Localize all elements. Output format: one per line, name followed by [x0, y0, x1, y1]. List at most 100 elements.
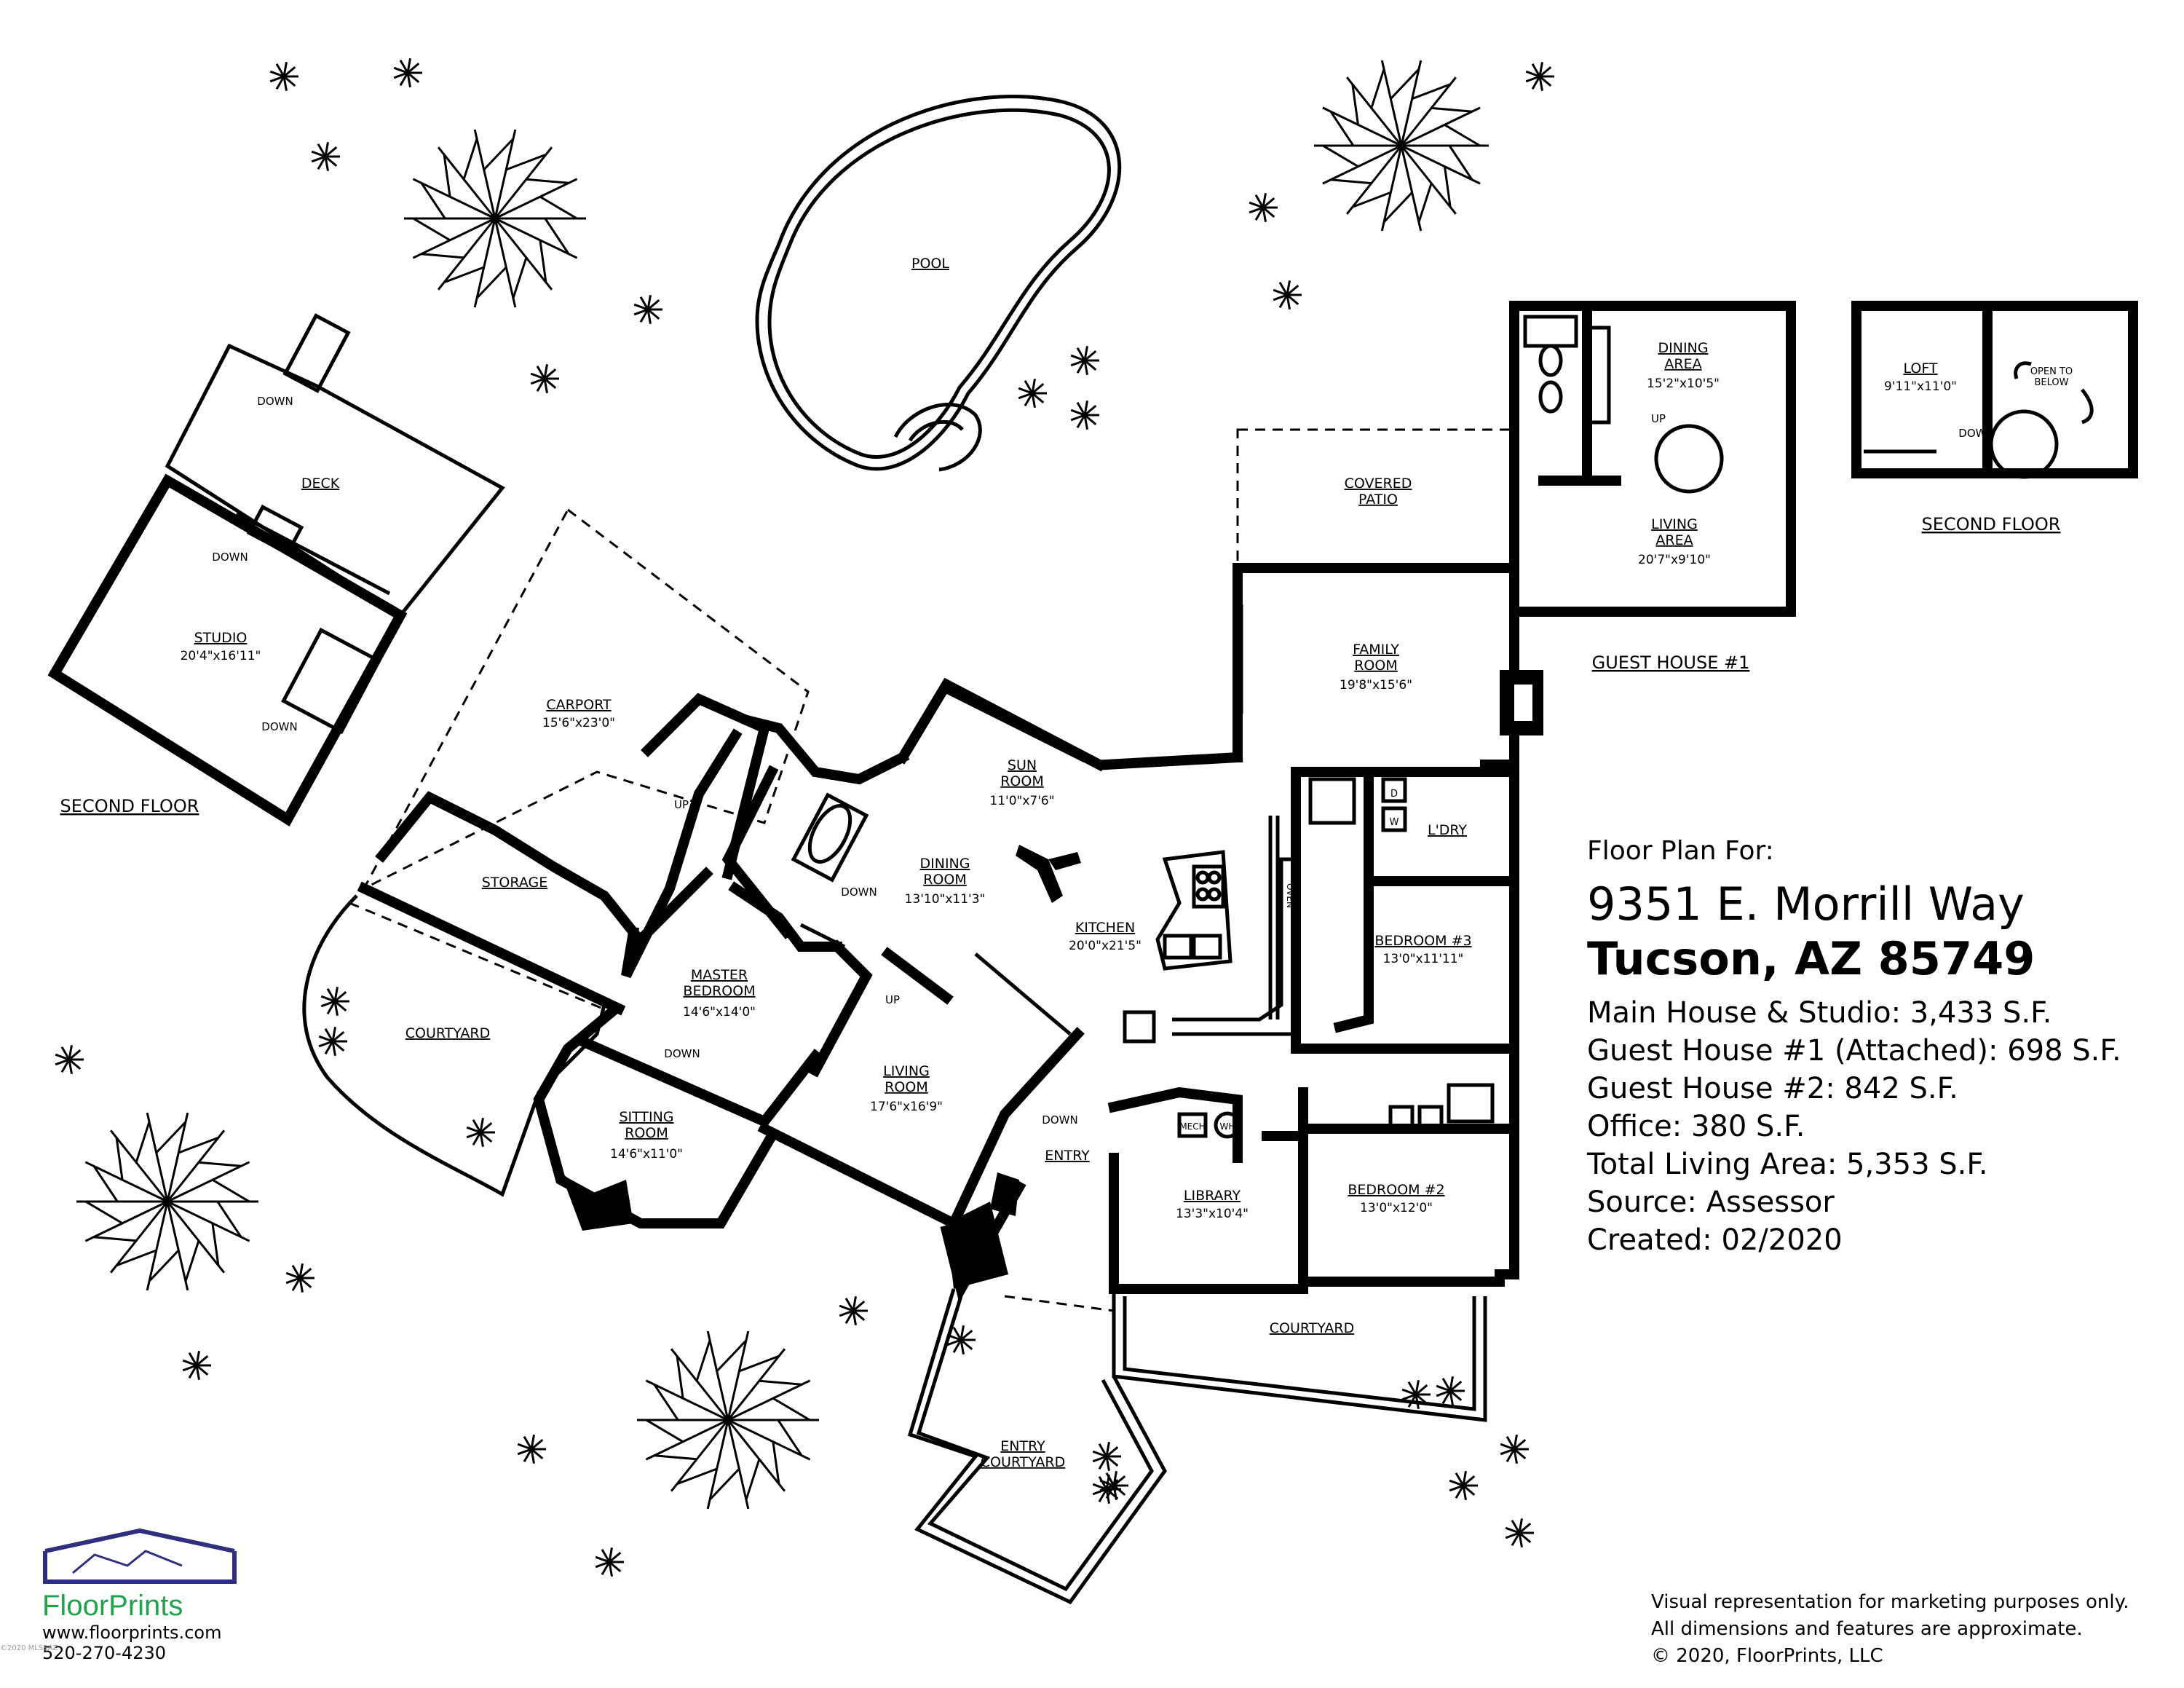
disclaimer: Visual representation for marketing purp… — [1651, 1589, 2129, 1670]
info-line: Main House & Studio: 3,433 S.F. — [1587, 996, 2052, 1030]
tree-icon — [633, 295, 662, 324]
address-line-2: Tucson, AZ 85749 — [1587, 932, 2035, 985]
tree-icon — [1273, 280, 1302, 309]
floorprints-logo: FloorPrints www.floorprints.com 520-270-… — [42, 1526, 261, 1663]
sun-room-dim: 11'0"x7'6" — [989, 794, 1054, 808]
oven-note: OVEN — [1285, 883, 1295, 908]
tree-icon — [1505, 1518, 1534, 1547]
guest-house-1 — [1509, 301, 1796, 617]
logo-name: FloorPrints — [42, 1590, 183, 1622]
courtyard-right-label: COURTYARD — [1270, 1320, 1355, 1336]
tree-icon — [285, 1263, 314, 1293]
tree-icon — [182, 1351, 211, 1380]
tree-icon — [1401, 1380, 1431, 1409]
floorprints-logo-icon — [43, 1528, 237, 1584]
gh-dining-dim: 15'2"x10'5" — [1647, 376, 1720, 391]
tiny-copyright: ©2020 MLSSAZ — [0, 1644, 58, 1652]
kitchen-dim: 20'0"x21'5" — [1069, 939, 1142, 953]
courtyard-left-label: COURTYARD — [405, 1025, 491, 1041]
bedroom-2-dim: 13'0"x12'0" — [1360, 1201, 1433, 1215]
studio-label: STUDIO — [194, 630, 248, 646]
tree-icon — [946, 1325, 976, 1354]
logo-website[interactable]: www.floorprints.com — [42, 1622, 222, 1643]
entry-label: ENTRY — [1045, 1148, 1090, 1164]
address-line-1: 9351 E. Morrill Way — [1587, 877, 2025, 931]
info-line: Created: 02/2020 — [1587, 1223, 1843, 1257]
down-note: DOWN — [257, 395, 293, 408]
tree-icon — [466, 1118, 495, 1147]
bedroom-3-label: BEDROOM #3 — [1374, 933, 1471, 949]
deck-label: DECK — [301, 476, 340, 492]
room-labels: POOL DECK STUDIO 20'4"x16'11" SECOND FLO… — [60, 256, 2073, 1470]
down-note: DOWN — [664, 1047, 700, 1060]
bedroom-2-label: BEDROOM #2 — [1348, 1182, 1444, 1198]
up-note: UP — [1651, 412, 1666, 425]
living-room-dim: 17'6"x16'9" — [870, 1100, 943, 1114]
tree-icon — [595, 1547, 624, 1577]
washer-note: W — [1390, 817, 1399, 828]
info-line: Guest House #1 (Attached): 698 S.F. — [1587, 1034, 2121, 1068]
tree-icon — [1070, 346, 1099, 375]
studio-dim: 20'4"x16'11" — [181, 649, 261, 663]
down-note: DOWN — [841, 886, 877, 899]
tree-icon — [393, 58, 422, 87]
tree-icon — [311, 142, 340, 171]
mech-note: MECH — [1179, 1121, 1205, 1132]
info-line: Guest House #2: 842 S.F. — [1587, 1072, 1958, 1105]
tree-icon — [320, 987, 349, 1016]
tree-icon — [269, 62, 298, 91]
central-baths — [721, 714, 910, 949]
storage-label: STORAGE — [482, 875, 547, 891]
east-wing — [1107, 428, 1543, 1294]
library-label: LIBRARY — [1184, 1188, 1241, 1204]
sitting-room-dim: 14'6"x11'0" — [610, 1147, 683, 1162]
info-line: Total Living Area: 5,353 S.F. — [1587, 1148, 1988, 1181]
library-dim: 13'3"x10'4" — [1176, 1207, 1249, 1221]
disclaimer-line: All dimensions and features are approxim… — [1651, 1618, 2083, 1640]
dining-room-dim: 13'10"x11'3" — [905, 892, 986, 907]
info-line: Source: Assessor — [1587, 1186, 1835, 1219]
tree-icon — [1070, 401, 1099, 430]
info-heading: Floor Plan For: — [1587, 836, 1774, 866]
up-note: UP — [674, 798, 689, 811]
kitchen-label: KITCHEN — [1075, 920, 1135, 936]
dryer-note: D — [1390, 789, 1398, 800]
tree-icon — [1525, 62, 1554, 91]
south-courtyards — [907, 1288, 1487, 1605]
loft-label: LOFT — [1903, 360, 1937, 376]
info-line: Office: 380 S.F. — [1587, 1110, 1805, 1143]
bedroom-3-dim: 13'0"x11'11" — [1383, 952, 1464, 966]
tree-icon — [55, 1045, 84, 1074]
tree-icon — [1314, 60, 1489, 232]
tree-icon — [637, 1330, 819, 1510]
family-room-dim: 19'8"x15'6" — [1340, 678, 1412, 693]
tree-icon — [76, 1112, 258, 1291]
carport-dim: 15'6"x23'0" — [542, 716, 615, 730]
tree-icon — [1249, 193, 1278, 222]
down-note: DOWN — [1042, 1113, 1077, 1127]
gh-living-dim: 20'7"x9'10" — [1638, 553, 1711, 567]
landscape-trees — [55, 58, 1554, 1577]
carport-storage — [357, 508, 810, 1016]
guest-house-label: GUEST HOUSE #1 — [1592, 652, 1750, 673]
studio-building — [47, 313, 505, 827]
tree-icon — [404, 129, 586, 308]
second-floor-right-label: SECOND FLOOR — [1922, 514, 2061, 535]
tree-icon — [1500, 1435, 1529, 1464]
down-note: DOWN — [1958, 427, 1994, 440]
tree-icon — [1436, 1376, 1465, 1405]
up-note: UP — [885, 993, 900, 1006]
tree-icon — [1018, 379, 1047, 408]
tree-icon — [839, 1296, 868, 1325]
tree-icon — [1092, 1442, 1121, 1471]
main-core — [757, 677, 1298, 1303]
